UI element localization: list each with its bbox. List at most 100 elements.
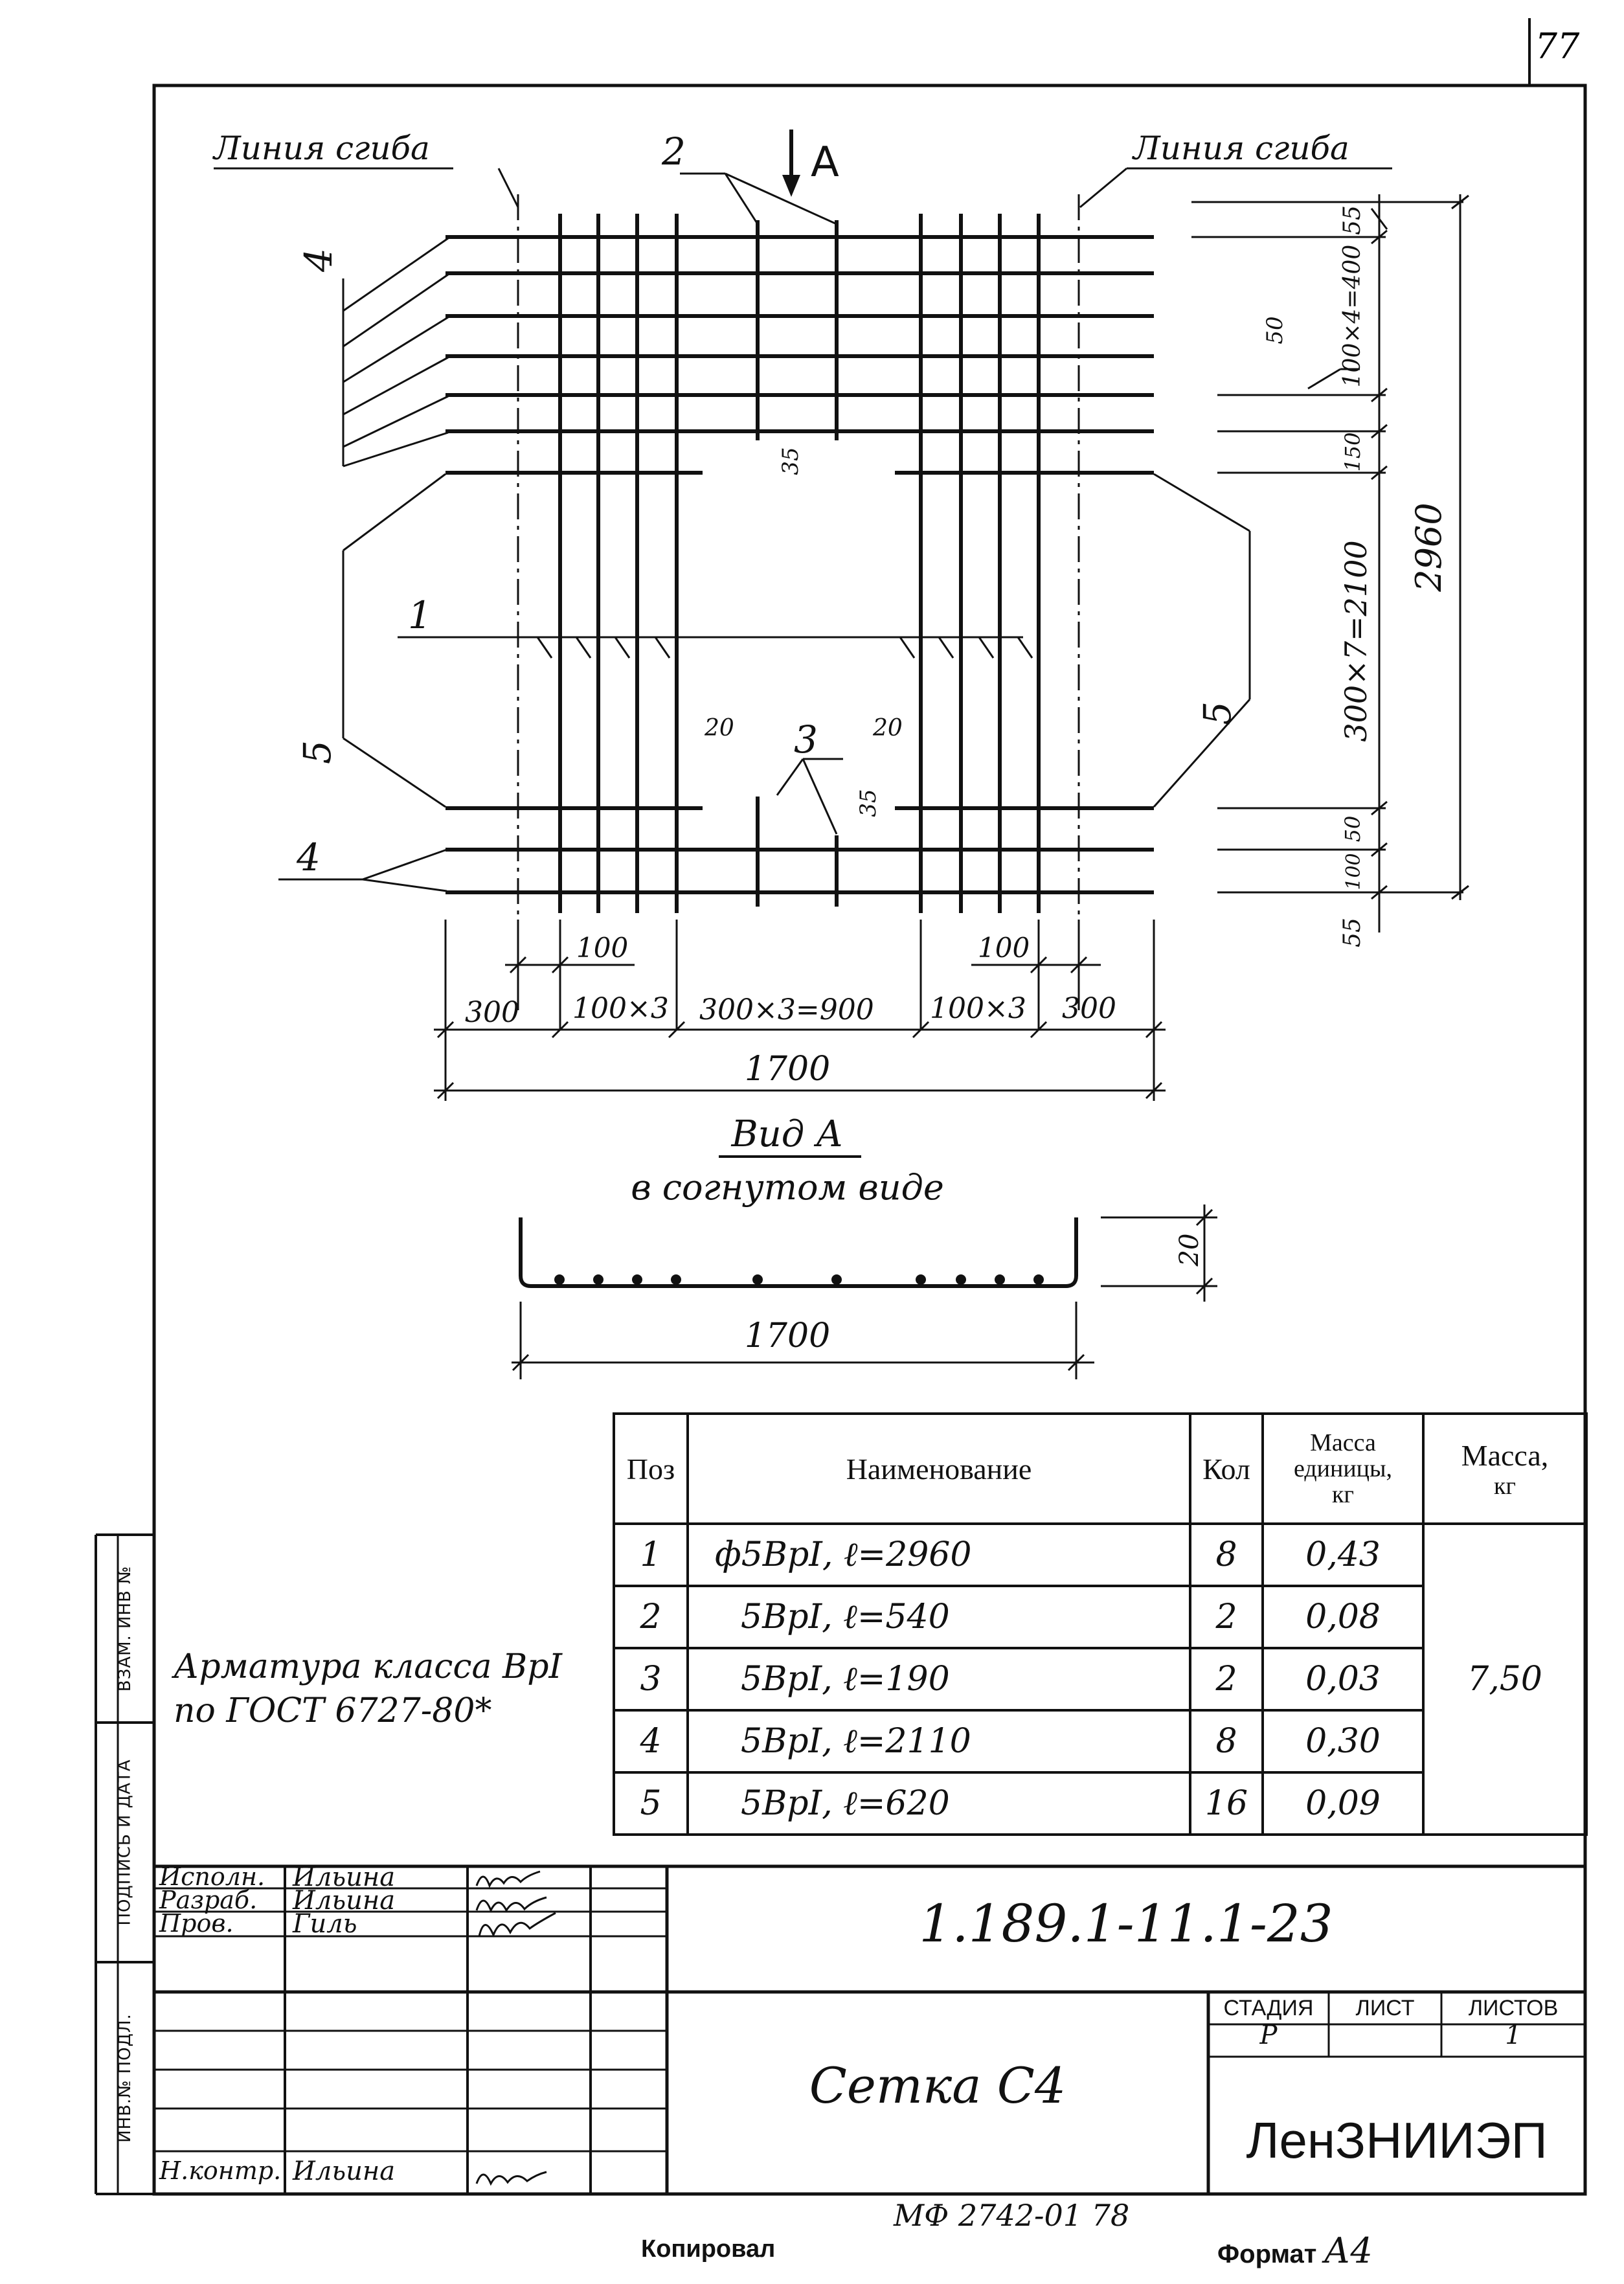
footer-copied: Копировал (641, 2235, 776, 2263)
dim-v-300x7: 300×7=2100 (1338, 540, 1373, 741)
dim-h-300-left: 300 (465, 996, 519, 1029)
title-block-grid (154, 1864, 1585, 2194)
spec-name: ф5ВрI, ℓ=2960 (686, 1522, 1191, 1587)
dim-v-35-top: 35 (778, 447, 804, 475)
dim-h-300x3: 300×3=900 (699, 993, 874, 1026)
organization-name: ЛенЗНИИЭП (1246, 2112, 1548, 2169)
spec-header-unit-mass-1: Масса (1310, 1429, 1376, 1456)
tb-role-ispoln: Исполн. (159, 1862, 265, 1891)
spec-pos: 2 (613, 1585, 689, 1649)
spec-header-mass-2: кг (1493, 1473, 1517, 1500)
pos-label-3: 3 (794, 718, 818, 762)
dim-v-20-right: 20 (872, 715, 903, 741)
dim-h-300-right: 300 (1062, 992, 1116, 1025)
footer-format-value: А4 (1324, 2230, 1373, 2271)
dim-v-20-left: 20 (704, 715, 734, 741)
signatures (475, 1870, 556, 2186)
spec-header-name: Наименование (686, 1412, 1191, 1525)
dim-v-150: 150 (1340, 432, 1365, 471)
horizontal-dimensions (434, 920, 1166, 1101)
specification-table: Поз Наименование Кол Масса единицы, кг М… (613, 1412, 1588, 1836)
tb-name-nkontr: Ильина (293, 2156, 396, 2186)
dim-v-50-bottom: 50 (1340, 816, 1365, 842)
spec-unit-mass: 0,08 (1261, 1585, 1425, 1649)
pos-label-5-left: 5 (295, 740, 339, 764)
spec-pos: 3 (613, 1647, 689, 1712)
tb-name-prov: Гиль (293, 1909, 357, 1939)
spec-pos: 1 (613, 1522, 689, 1587)
dim-v-100-bottom: 100 (1342, 853, 1365, 890)
spec-header-unit-mass: Масса единицы, кг (1261, 1412, 1425, 1525)
tb-role-nkontr: Н.контр. (159, 2156, 282, 2185)
view-dim-width: 1700 (745, 1317, 830, 1355)
sheet-frame (152, 84, 1587, 2196)
reinforcement-note: Арматура класса ВрI по ГОСТ 6727-80* (174, 1645, 562, 1733)
mesh-plan (214, 130, 1392, 920)
dim-h-100-right: 100 (978, 932, 1030, 964)
dim-v-35-bottom: 35 (855, 789, 881, 817)
spec-qty: 2 (1189, 1647, 1264, 1712)
leader-pos5-right-up (1153, 473, 1250, 532)
spec-pos: 4 (613, 1709, 689, 1774)
dim-h-100x3-left: 100×3 (572, 992, 669, 1025)
dim-v-2960: 2960 (1408, 503, 1449, 592)
arrow-label-A: А (811, 139, 839, 187)
table-row: 4 5ВрI, ℓ=2110 8 0,30 (613, 1709, 1586, 1774)
spec-unit-mass: 0,43 (1261, 1522, 1425, 1587)
spec-unit-mass: 0,09 (1261, 1771, 1425, 1836)
pos-label-2: 2 (661, 130, 686, 174)
leader-pos5-left-up (343, 473, 446, 552)
tb-role-prov: Пров. (159, 1909, 234, 1938)
spec-header-unit-mass-3: кг (1331, 1481, 1355, 1508)
stamp-vzam-inv: ВЗАМ. ИНВ № (96, 1535, 154, 1723)
view-title: Вид А (731, 1113, 844, 1155)
spec-header-unit-mass-2: единицы, (1293, 1455, 1393, 1482)
spec-name: 5ВрI, ℓ=190 (686, 1647, 1191, 1712)
table-row: 1 ф5ВрI, ℓ=2960 8 0,43 7,50 (613, 1522, 1588, 1836)
stage-label: СТАДИЯ (1223, 1996, 1314, 2020)
dim-v-55-top: 55 (1339, 205, 1366, 235)
table-row: 3 5ВрI, ℓ=190 2 0,03 (613, 1647, 1586, 1712)
pos-label-4-bottom: 4 (296, 835, 321, 879)
tb-name-ispoln: Ильина (293, 1862, 396, 1892)
sheet-number: 77 (1535, 26, 1580, 67)
spec-header-mass-1: Масса, (1461, 1439, 1549, 1472)
leader-pos5-right-down (1153, 699, 1251, 808)
vertical-dimensions (1191, 194, 1469, 933)
stage-value: Р (1259, 2020, 1278, 2050)
table-row: 5 5ВрI, ℓ=620 16 0,09 (613, 1771, 1586, 1836)
sheet-label: ЛИСТ (1355, 1996, 1415, 2020)
dim-h-100-left: 100 (576, 932, 628, 964)
spec-qty: 16 (1189, 1771, 1264, 1836)
leader-pos5-left-down (343, 737, 446, 808)
view-A-profile (512, 1204, 1217, 1379)
drawing-title: Сетка С4 (809, 2057, 1066, 2114)
spec-header-mass: Масса, кг (1422, 1412, 1588, 1525)
stamp-podpis-data: ПОДПИСЬ И ДАТА (96, 1723, 154, 1962)
stamp-podpis-data-label: ПОДПИСЬ И ДАТА (115, 1759, 135, 1926)
spec-unit-mass: 0,03 (1261, 1647, 1425, 1712)
vertical-bars-pos1 (558, 214, 1041, 913)
spec-qty: 8 (1189, 1522, 1264, 1587)
dim-v-50-top: 50 (1262, 316, 1288, 344)
pos-label-5-right: 5 (1195, 701, 1239, 725)
pos-label-4-top: 4 (297, 248, 341, 273)
sheets-label: ЛИСТОВ (1468, 1996, 1559, 2020)
stamp-inv-podl-label: ИНВ.№ ПОДЛ. (115, 2013, 135, 2143)
note-line-1: Арматура класса ВрI (174, 1647, 563, 1686)
spec-pos: 5 (613, 1771, 689, 1836)
bend-line-label-left: Линия сгиба (212, 130, 430, 167)
spec-name: 5ВрI, ℓ=2110 (686, 1709, 1191, 1774)
spec-total-mass: 7,50 (1422, 1522, 1588, 1836)
spec-qty: 2 (1189, 1585, 1264, 1649)
spec-unit-mass: 0,30 (1261, 1709, 1425, 1774)
note-line-2: по ГОСТ 6727-80* (174, 1691, 492, 1730)
pos-label-1: 1 (408, 593, 432, 637)
tb-name-razrab: Ильина (293, 1886, 396, 1916)
sheets-value: 1 (1505, 2020, 1522, 2050)
dim-v-100x4: 100×4=400 (1339, 245, 1366, 388)
dim-h-100x3-right: 100×3 (930, 992, 1026, 1025)
bend-line-label-right: Линия сгиба (1131, 130, 1349, 167)
footer-code: МФ 2742-01 78 (894, 2198, 1130, 2233)
view-subtitle: в согнутом виде (631, 1167, 944, 1208)
